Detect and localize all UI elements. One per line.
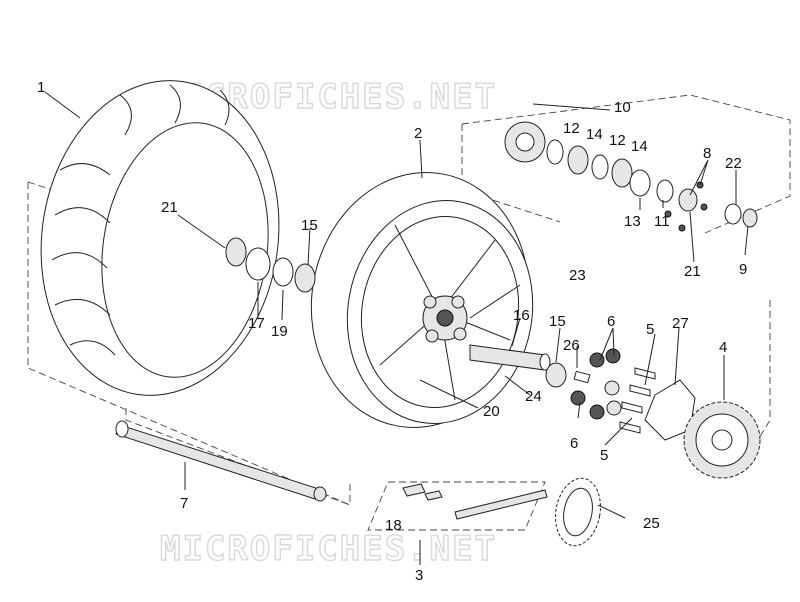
- callout-18: 18: [385, 517, 402, 534]
- callout-10: 10: [614, 99, 631, 116]
- callout-14b: 14: [631, 138, 648, 155]
- leader-lines: [44, 91, 749, 565]
- callout-13: 13: [624, 213, 641, 230]
- callout-22: 22: [725, 155, 742, 172]
- callout-26: 26: [563, 337, 580, 354]
- tone-ring-part: [555, 477, 601, 547]
- callout-4: 4: [719, 339, 727, 356]
- callout-12a: 12: [563, 120, 580, 137]
- rear-sprocket-part: [683, 401, 761, 479]
- callout-11: 11: [654, 213, 670, 230]
- axle-part: [115, 420, 327, 502]
- callout-25: 25: [643, 515, 660, 532]
- callout-5b: 5: [600, 447, 608, 464]
- callout-27: 27: [672, 315, 689, 332]
- tire-part: [40, 80, 280, 396]
- callout-16: 16: [513, 307, 530, 324]
- callout-23: 23: [569, 267, 586, 284]
- callout-21b: 21: [684, 263, 701, 280]
- callout-9: 9: [739, 261, 747, 278]
- callout-19: 19: [271, 323, 288, 340]
- sprocket-carrier-group: [504, 121, 758, 232]
- callout-8: 8: [703, 145, 711, 162]
- wheel-rim-part: [310, 172, 534, 428]
- callout-3: 3: [415, 567, 423, 584]
- callout-14a: 14: [586, 126, 603, 143]
- callout-6b: 6: [570, 435, 578, 452]
- callout-5a: 5: [646, 321, 654, 338]
- callout-20: 20: [483, 403, 500, 420]
- callout-17: 17: [248, 315, 265, 332]
- cush-drive-group: [545, 348, 696, 441]
- callout-2: 2: [414, 125, 422, 142]
- callout-21a: 21: [161, 199, 178, 216]
- callouts: 1 2 3 4 5 5 6 6 7 8 9 10 11 12 12 13 14 …: [37, 79, 747, 584]
- callout-24: 24: [525, 388, 542, 405]
- callout-12b: 12: [609, 132, 626, 149]
- left-bearings: [225, 237, 316, 293]
- chain-group: [367, 481, 548, 531]
- callout-1: 1: [37, 79, 45, 96]
- callout-15b: 15: [549, 313, 566, 330]
- callout-6a: 6: [607, 313, 615, 330]
- callout-15a: 15: [301, 217, 318, 234]
- watermark-bottom: MICROFICHES.NET: [160, 529, 497, 569]
- callout-7: 7: [180, 495, 188, 512]
- spacer-tube-part: [469, 344, 551, 371]
